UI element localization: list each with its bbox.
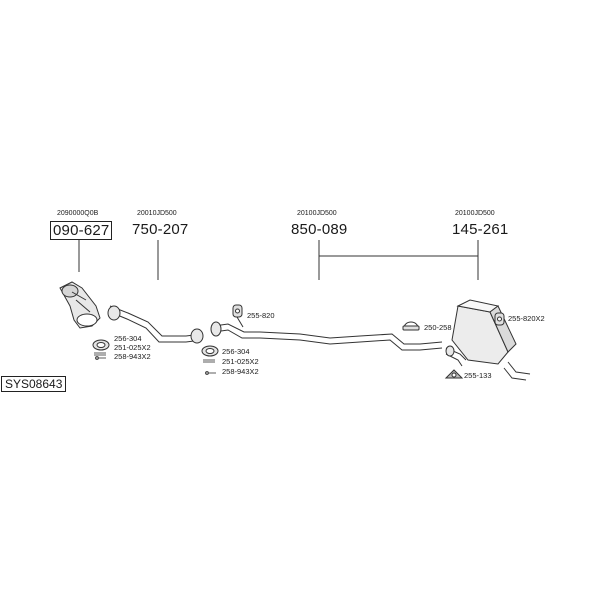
mid-spring-icon: [203, 359, 215, 363]
part-number-cat[interactable]: 090-627: [50, 221, 113, 240]
clamp-label[interactable]: 250-258: [424, 323, 452, 332]
system-code: SYS08643: [1, 376, 67, 392]
middle-pipe-icon: [210, 321, 443, 351]
front-bolt-label[interactable]: 258-943X2: [114, 352, 151, 361]
oe-number-front-pipe: 20010JD500: [137, 210, 177, 217]
mid-bolt-label[interactable]: 258-943X2: [222, 367, 259, 376]
catalytic-converter-icon: [59, 281, 101, 329]
clamp-icon: [402, 321, 420, 331]
hanger-1-label[interactable]: 255-820: [247, 311, 275, 320]
front-gasket-icon: [92, 339, 110, 351]
front-bolt-icon: [95, 356, 106, 360]
oe-number-middle-pipe: 20100JD500: [297, 210, 337, 217]
rear-silencer-icon: [445, 299, 531, 381]
hanger-255-820X2-icon: [494, 312, 505, 326]
mid-bolt-icon: [205, 371, 216, 375]
front-gasket-label[interactable]: 256-304: [114, 334, 142, 343]
oe-number-cat: 2090000Q0B: [57, 210, 99, 217]
part-number-rear-silencer[interactable]: 145-261: [452, 221, 509, 238]
mid-gasket-icon: [201, 345, 219, 357]
rear-mount-label[interactable]: 255-133: [464, 371, 492, 380]
rear-mount-icon: [444, 369, 464, 379]
front-spring-icon: [94, 352, 106, 356]
rear-hanger-label[interactable]: 255-820X2: [508, 314, 545, 323]
hanger-255-820-icon: [232, 304, 244, 328]
part-number-middle-pipe[interactable]: 850-089: [291, 221, 348, 238]
oe-number-rear-silencer: 20100JD500: [455, 210, 495, 217]
mid-gasket-label[interactable]: 256-304: [222, 347, 250, 356]
part-number-front-pipe[interactable]: 750-207: [132, 221, 189, 238]
mid-spring-label[interactable]: 251-025X2: [222, 357, 259, 366]
front-pipe-icon: [107, 305, 204, 344]
front-spring-label[interactable]: 251-025X2: [114, 343, 151, 352]
